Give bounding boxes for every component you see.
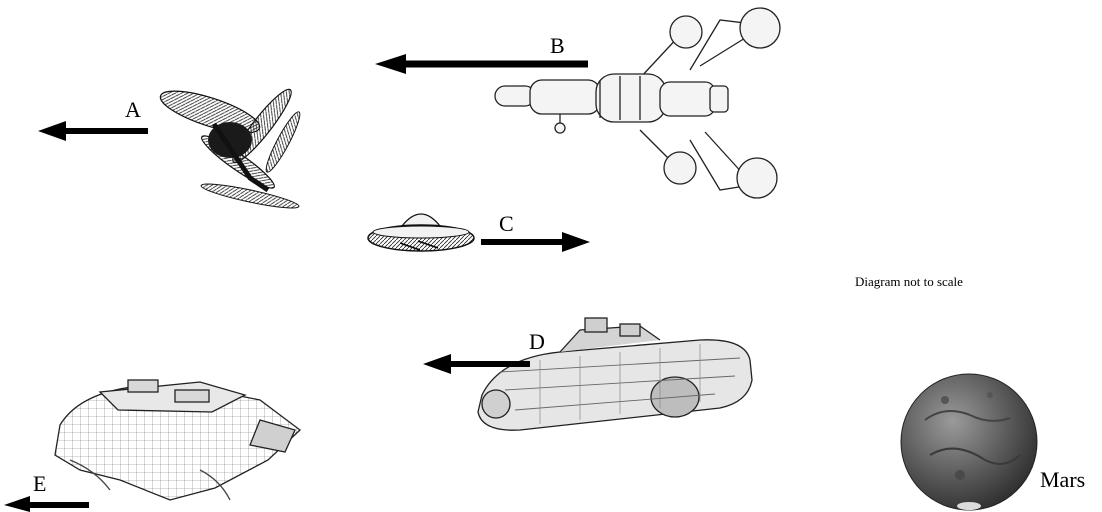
mars-planet-icon (901, 374, 1037, 510)
ship-c (368, 214, 474, 251)
armored-shuttle-icon (478, 318, 752, 430)
label-a: A (125, 97, 141, 122)
flying-saucer-icon (368, 214, 474, 251)
alien-starship-icon (156, 83, 304, 213)
arrow-a (38, 121, 148, 141)
scale-note: Diagram not to scale (855, 274, 963, 289)
space-station-icon (495, 8, 780, 198)
ship-d (478, 318, 752, 430)
winged-cruiser-icon (55, 380, 300, 500)
label-d: D (529, 329, 545, 354)
arrow-e (4, 496, 89, 512)
ship-b (495, 8, 780, 198)
mars (901, 374, 1037, 510)
label-b: B (550, 33, 565, 58)
label-e: E (33, 471, 46, 496)
mars-label: Mars (1040, 467, 1085, 492)
arrow-c (481, 232, 590, 252)
ship-e (55, 380, 300, 500)
ship-a (156, 83, 304, 213)
label-c: C (499, 211, 514, 236)
